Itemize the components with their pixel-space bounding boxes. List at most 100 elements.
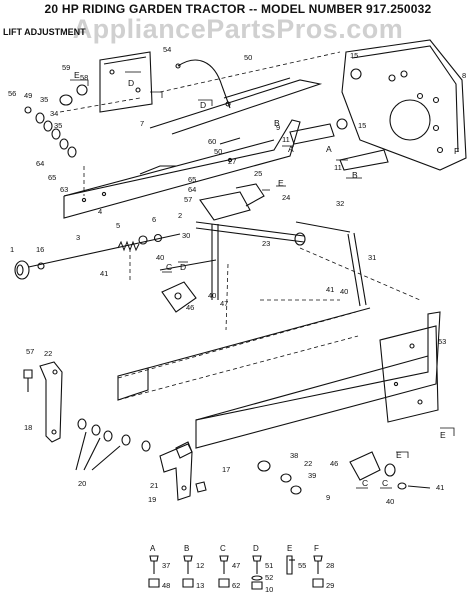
legend-letter-b: B — [184, 544, 189, 553]
upper-rail — [149, 77, 323, 135]
bell-crank-46 — [161, 281, 197, 313]
callout-11: 11 — [334, 163, 342, 172]
reference-boxes — [70, 71, 455, 489]
callout-15: 15 — [358, 121, 366, 130]
callout-30: 30 — [182, 231, 190, 240]
callout-50: 50 — [214, 147, 222, 156]
callout-47: 47 — [220, 299, 228, 308]
callout-64: 64 — [188, 185, 196, 194]
callout-4: 4 — [98, 207, 102, 216]
phantom-lines — [59, 51, 421, 401]
callout-56: 56 — [8, 89, 16, 98]
letter-marker-c: C — [166, 262, 172, 272]
callout-40: 40 — [386, 497, 394, 506]
callout-22: 22 — [304, 459, 312, 468]
callout-40: 40 — [208, 291, 216, 300]
legend-part-b-bottom: 13 — [196, 581, 204, 590]
callout-27: 27 — [228, 157, 236, 166]
legend-part-b-top: 12 — [196, 561, 204, 570]
callout-63: 63 — [60, 185, 68, 194]
letter-marker-d: D — [128, 78, 134, 88]
callout-21: 21 — [150, 481, 158, 490]
callout-3: 3 — [76, 233, 80, 242]
legend-letter-a: A — [150, 544, 156, 553]
lower-hardware — [257, 451, 431, 495]
callout-53: 53 — [438, 337, 446, 346]
lift-link-31 — [295, 221, 367, 307]
callout-38: 38 — [290, 451, 298, 460]
hardware-legend-labels: A 37 48 B 12 13 C 47 62 D 51 52 10 E 55 … — [150, 544, 334, 594]
callout-65: 65 — [188, 175, 196, 184]
callout-39: 39 — [308, 471, 316, 480]
legend-part-d-top: 51 — [265, 561, 273, 570]
callout-41: 41 — [100, 269, 108, 278]
callout-41: 41 — [436, 483, 444, 492]
adjust-rod-3 — [23, 233, 181, 270]
callout-32: 32 — [336, 199, 344, 208]
callout-58: 58 — [80, 73, 88, 82]
letter-marker-e: E — [74, 70, 80, 80]
callout-1: 1 — [10, 245, 14, 254]
callout-22: 22 — [44, 349, 52, 358]
legend-part-c-top: 47 — [232, 561, 240, 570]
callout-6: 6 — [152, 215, 156, 224]
cross-shaft-30 — [195, 183, 306, 246]
cable-50 — [175, 59, 231, 109]
callout-59: 59 — [62, 63, 70, 72]
callout-65: 65 — [48, 173, 56, 182]
legend-part-f-top: 28 — [326, 561, 334, 570]
legend-part-d-mid: 52 — [265, 573, 273, 582]
legend-part-f-bottom: 29 — [326, 581, 334, 590]
letter-marker-e: E — [440, 430, 446, 440]
legend-letter-e: E — [287, 544, 292, 553]
callout-18: 18 — [24, 423, 32, 432]
legend-part-e-top: 55 — [298, 561, 306, 570]
callout-34: 34 — [50, 109, 58, 118]
legend-letter-f: F — [314, 544, 319, 553]
callout-35: 35 — [54, 121, 62, 130]
callout-19: 19 — [148, 495, 156, 504]
bolt-57 — [23, 369, 33, 392]
legend-part-c-bottom: 62 — [232, 581, 240, 590]
lever-19 — [159, 441, 193, 501]
callout-35: 35 — [40, 95, 48, 104]
callout-31: 31 — [368, 253, 376, 262]
letter-marker-b: B — [352, 170, 358, 180]
rail-plate-63 — [63, 119, 301, 219]
letter-marker-e: E — [278, 178, 284, 188]
callout-17: 17 — [222, 465, 230, 474]
callout-11: 11 — [282, 135, 290, 144]
legend-part-d-bottom: 10 — [265, 585, 273, 594]
hardware-stack-top-left — [24, 84, 88, 158]
letter-markers: A A B B C C C D D D E E E E F — [74, 70, 459, 488]
callout-8: 8 — [462, 71, 466, 80]
callout-46: 46 — [186, 303, 194, 312]
letter-marker-a: A — [326, 144, 332, 154]
legend-part-a-top: 37 — [162, 561, 170, 570]
callout-41: 41 — [326, 285, 334, 294]
letter-marker-d: D — [200, 100, 206, 110]
callout-9: 9 — [276, 123, 280, 132]
callout-5: 5 — [116, 221, 120, 230]
letter-marker-f: F — [454, 146, 459, 156]
callout-16: 16 — [36, 245, 44, 254]
callout-2: 2 — [178, 211, 182, 220]
legend-letter-d: D — [253, 544, 259, 553]
callout-9: 9 — [326, 493, 330, 502]
legend-part-a-bottom: 48 — [162, 581, 170, 590]
letter-marker-c: C — [382, 478, 388, 488]
letter-marker-d: D — [180, 262, 186, 272]
lower-plate-53 — [195, 311, 441, 449]
letter-marker-e: E — [396, 450, 402, 460]
callout-57: 57 — [26, 347, 34, 356]
callout-40: 40 — [156, 253, 164, 262]
letter-marker-c: C — [362, 478, 368, 488]
hardware-legend — [148, 555, 324, 590]
callout-46: 46 — [330, 459, 338, 468]
callout-49: 49 — [24, 91, 32, 100]
side-plate-right — [341, 39, 467, 171]
callout-numbers: 8 15 15 11 11 9 54 50 7 60 50 27 25 65 6… — [8, 45, 466, 506]
callout-15: 15 — [350, 51, 358, 60]
lift-link-40 — [159, 224, 219, 300]
